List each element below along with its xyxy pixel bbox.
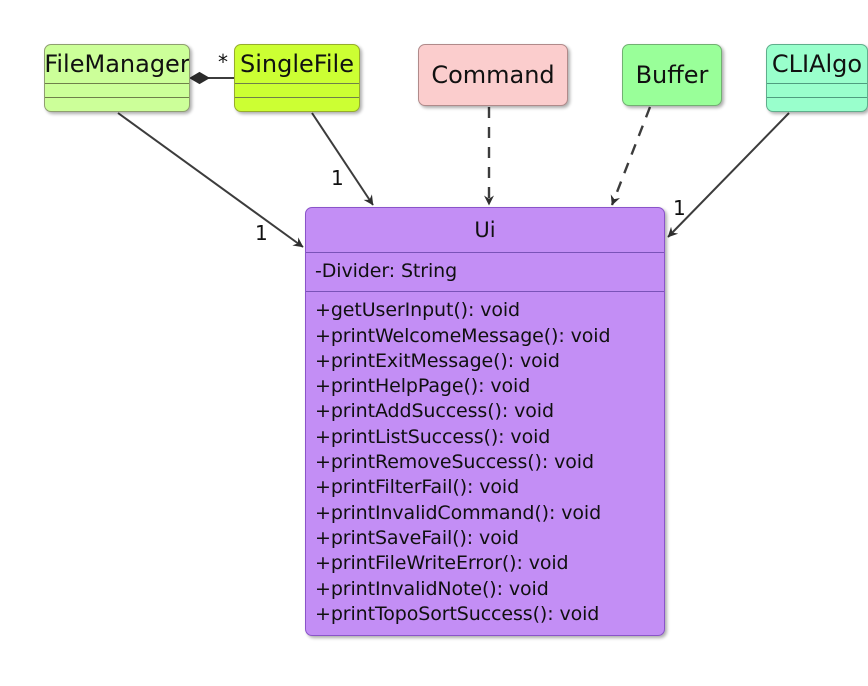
attributes-compartment-ui: -Divider: String [306,252,664,291]
class-method: +printRemoveSuccess(): void [315,451,594,474]
multiplicity-label-singlefile-ui: 1 [331,166,344,190]
class-name-clialgo: CLIAlgo [771,50,863,78]
class-method: +printListSuccess(): void [315,425,551,448]
class-box-clialgo[interactable]: CLIAlgo [766,44,868,112]
class-box-command[interactable]: Command [418,44,568,106]
attributes-compartment-filemanager [45,83,189,97]
class-name-ui: Ui [474,217,496,242]
class-method: +printInvalidCommand(): void [315,501,602,524]
class-method: +printFileWriteError(): void [315,552,569,575]
methods-compartment-ui: +getUserInput(): void+printWelcomeMessag… [306,291,664,635]
class-method: +printAddSuccess(): void [315,400,554,423]
class-method: +printSaveFail(): void [315,526,519,549]
class-box-singlefile[interactable]: SingleFile [234,44,360,112]
class-method: +printExitMessage(): void [315,349,560,372]
edge-singlefile-ui [311,112,374,206]
methods-compartment-filemanager [45,97,189,111]
class-box-buffer[interactable]: Buffer [622,44,722,106]
methods-compartment-singlefile [235,97,359,111]
class-name-filemanager: FileManager [44,50,190,78]
attributes-compartment-clialgo [767,83,867,97]
class-name-command: Command [431,61,555,89]
edge-filemanager-singlefile [189,71,234,85]
class-box-filemanager[interactable]: FileManager [44,44,190,112]
class-name-singlefile: SingleFile [240,50,354,78]
composition-diamond-icon [189,71,210,85]
class-method: +printWelcomeMessage(): void [315,324,611,347]
multiplicity-label-clialgo-ui: 1 [673,196,686,220]
class-method: +printInvalidNote(): void [315,577,549,600]
class-method: +printTopoSortSuccess(): void [315,602,600,625]
class-name-buffer: Buffer [635,61,709,89]
multiplicity-label-star: * [218,50,228,74]
class-box-ui[interactable]: Ui -Divider: String +getUserInput(): voi… [305,207,665,636]
multiplicity-label-filemanager-ui: 1 [255,221,268,245]
class-method: +printFilterFail(): void [315,476,520,499]
edge-buffer-ui [610,106,652,206]
edge-clialgo-ui [667,112,790,238]
class-method: +getUserInput(): void [315,299,520,322]
class-method: +printHelpPage(): void [315,375,531,398]
edge-filemanager-ui [117,112,304,248]
methods-compartment-clialgo [767,97,867,111]
attributes-compartment-singlefile [235,83,359,97]
class-attribute: -Divider: String [315,260,458,282]
